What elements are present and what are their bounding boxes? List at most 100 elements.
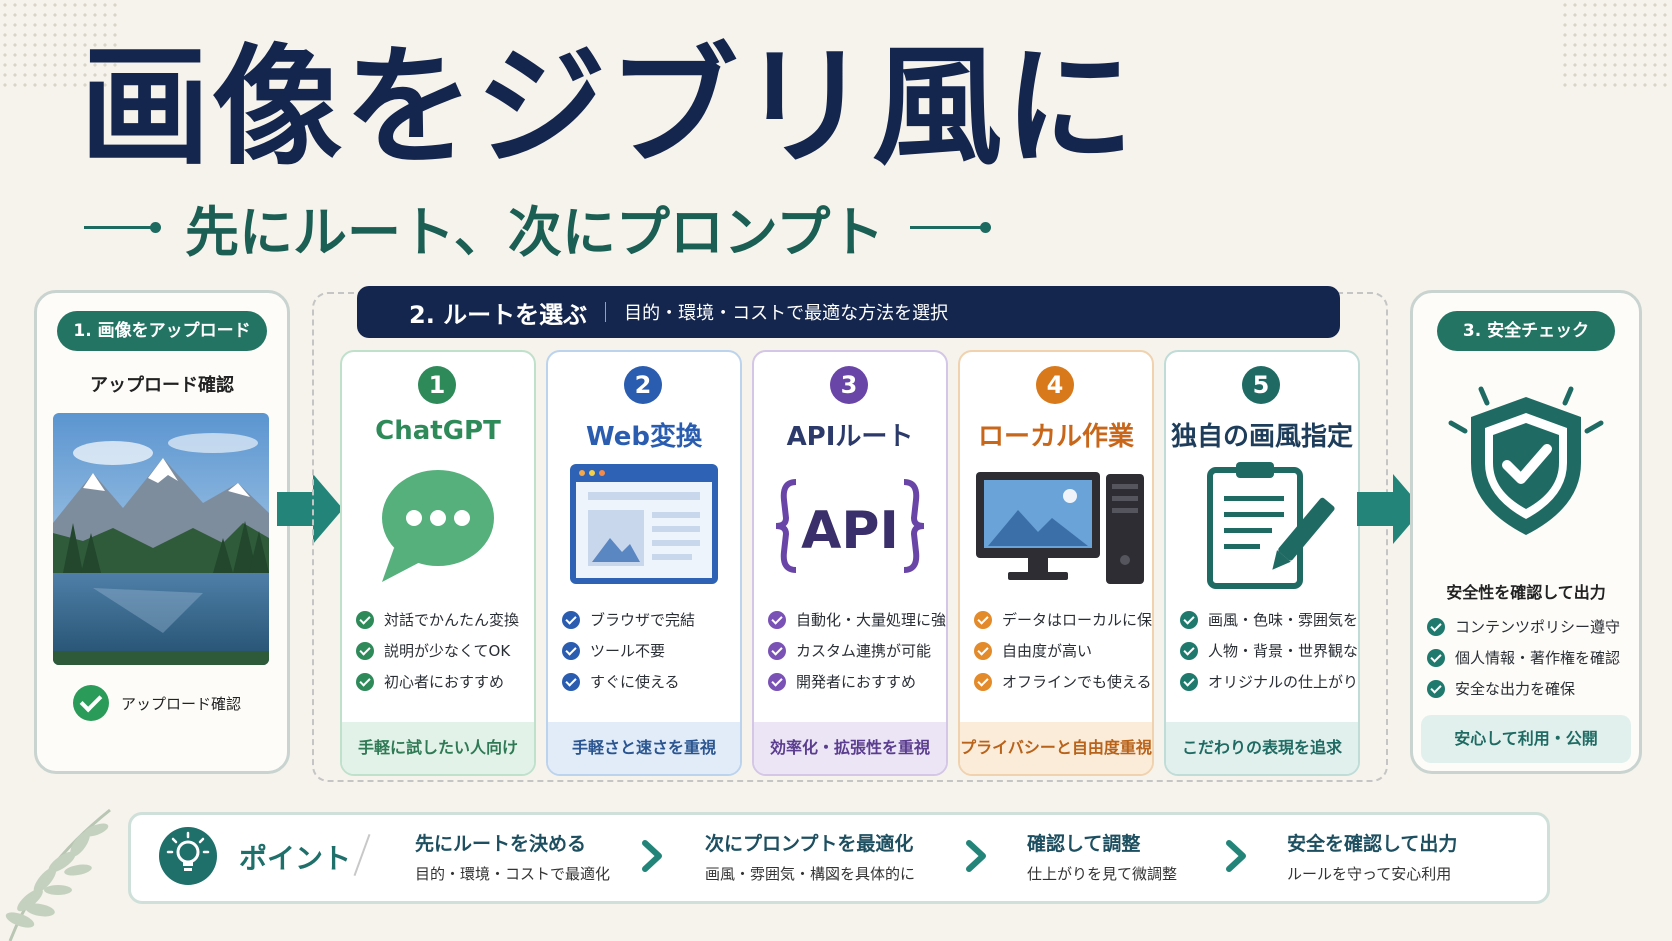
check-icon [1427, 617, 1445, 636]
safety-item: コンテンツポリシー遵守 [1427, 611, 1620, 642]
check-icon [768, 641, 786, 660]
lightbulb-icon [159, 827, 217, 885]
route-card-api[interactable]: 3 APIルート API 自動化・大量処理に強い カスタム連携が可能 開発者にお… [752, 350, 948, 776]
step3-panel: 3. 安全チェック 安全性を確認して出力 コンテンツポリシー遵守 個人情報・著作… [1410, 290, 1642, 774]
check-icon [768, 672, 786, 691]
route-feature-list: 画風・色味・雰囲気を指定 人物・背景・世界観など オリジナルの仕上がりに [1180, 604, 1358, 697]
desktop-computer-icon [976, 472, 1144, 584]
route-feature-list: ブラウザで完結 ツール不要 すぐに使える [562, 604, 695, 697]
point-step: 先にルートを決める 目的・環境・コストで最適化 [415, 833, 611, 883]
flow-arrow-right-icon [1357, 474, 1423, 544]
step1-pill: 1. 画像をアップロード [57, 311, 267, 351]
route-card-title: 独自の画風指定 [1170, 422, 1353, 452]
check-icon [974, 641, 992, 660]
route-feature: ブラウザで完結 [562, 604, 695, 635]
route-number-badge: 5 [1242, 366, 1280, 404]
route-card-footer: プライバシーと自由度重視 [960, 722, 1152, 774]
route-heading: 2. ルートを選ぶ [409, 300, 588, 329]
check-icon [768, 610, 786, 629]
route-header-separator [605, 302, 607, 322]
route-card-title: ChatGPT [375, 416, 501, 446]
check-icon [974, 672, 992, 691]
point-step: 安全を確認して出力 ルールを守って安心利用 [1287, 833, 1458, 883]
point-step: 次にプロンプトを最適化 画風・雰囲気・構図を具体的に [705, 833, 916, 883]
route-feature: 説明が少なくてOK [356, 635, 519, 666]
step1-heading: アップロード確認 [90, 375, 234, 396]
route-card-title: ローカル作業 [977, 422, 1134, 452]
check-icon [562, 672, 580, 691]
route-feature: すぐに使える [562, 666, 695, 697]
route-feature: データはローカルに保持 [974, 604, 1152, 635]
step3-pill: 3. 安全チェック [1437, 311, 1615, 351]
points-divider [353, 833, 371, 877]
check-icon [974, 610, 992, 629]
safety-item: 安全な出力を確保 [1427, 673, 1620, 704]
route-feature: 対話でかんたん変換 [356, 604, 519, 635]
route-feature: ツール不要 [562, 635, 695, 666]
clipboard-pencil-icon [1207, 462, 1335, 589]
route-number-badge: 4 [1036, 366, 1074, 404]
route-feature: 人物・背景・世界観など [1180, 635, 1358, 666]
upload-confirm-check-icon [73, 685, 109, 721]
check-icon [1180, 610, 1198, 629]
leaf-decoration-icon [5, 808, 111, 941]
route-number-badge: 1 [418, 366, 456, 404]
route-feature: 自由度が高い [974, 635, 1152, 666]
chevron-right-icon [966, 840, 986, 872]
route-description: 目的・環境・コストで最適な方法を選択 [624, 303, 949, 324]
route-feature-list: データはローカルに保持 自由度が高い オフラインでも使える [974, 604, 1152, 697]
step1-panel: 1. 画像をアップロード アップロード確認 アップロード確認 [34, 290, 290, 774]
route-feature: 自動化・大量処理に強い [768, 604, 946, 635]
check-icon [562, 641, 580, 660]
subtitle-line-left [84, 221, 161, 233]
point-step: 確認して調整 仕上がりを見て微調整 [1027, 833, 1178, 883]
route-number-badge: 3 [830, 366, 868, 404]
check-icon [1180, 672, 1198, 691]
svg-text:API: API [801, 501, 899, 561]
browser-window-icon [570, 464, 718, 584]
route-card-chatgpt[interactable]: 1 ChatGPT 対話でかんたん変換 説明が少なくてOK 初心者におすすめ 手… [340, 350, 536, 776]
route-card-footer: 手軽さと速さを重視 [548, 722, 740, 774]
check-icon [356, 672, 374, 691]
subtitle-line-right [910, 221, 992, 233]
uploaded-landscape-image [53, 413, 269, 665]
route-feature-list: 自動化・大量処理に強い カスタム連携が可能 開発者におすすめ [768, 604, 946, 697]
check-icon [1427, 679, 1445, 698]
route-card-title: APIルート [786, 422, 914, 452]
check-icon [356, 641, 374, 660]
route-feature: オフラインでも使える [974, 666, 1152, 697]
route-feature: オリジナルの仕上がりに [1180, 666, 1358, 697]
route-card-web[interactable]: 2 Web変換 ブラウザで完結 ツール不要 すぐに使える 手軽さと速さを重視 [546, 350, 742, 776]
route-card-local[interactable]: 4 ローカル作業 データはローカルに保持 自由度が高い オフラインでも使える プ… [958, 350, 1154, 776]
decor-dots-right [1560, 0, 1672, 90]
route-header: 2. ルートを選ぶ 目的・環境・コストで最適な方法を選択 [357, 286, 1340, 338]
step3-check-list: コンテンツポリシー遵守 個人情報・著作権を確認 安全な出力を確保 [1427, 611, 1620, 704]
step3-heading: 安全性を確認して出力 [1446, 583, 1606, 602]
route-card-footer: 効率化・拡張性を重視 [754, 722, 946, 774]
api-braces-icon: API [775, 479, 925, 573]
route-feature: 開発者におすすめ [768, 666, 946, 697]
decor-dots-left [0, 0, 120, 90]
subtitle-row: 先にルート、次にプロンプト [84, 192, 992, 264]
page-subtitle: 先にルート、次にプロンプト [185, 200, 885, 264]
route-number-badge: 2 [624, 366, 662, 404]
route-feature: カスタム連携が可能 [768, 635, 946, 666]
safety-item: 個人情報・著作権を確認 [1427, 642, 1620, 673]
route-card-custom-style[interactable]: 5 独自の画風指定 画風・色味・雰囲気を指定 人物・背景・世界観など オリジナル… [1164, 350, 1360, 776]
check-icon [356, 610, 374, 629]
points-bar: ポイント 先にルートを決める 目的・環境・コストで最適化 次にプロンプトを最適化… [128, 812, 1550, 904]
route-feature: 初心者におすすめ [356, 666, 519, 697]
check-icon [1427, 648, 1445, 667]
step3-footer: 安心して利用・公開 [1421, 715, 1631, 763]
route-card-footer: 手軽に試したい人向け [342, 722, 534, 774]
chat-bubble-icon [382, 470, 494, 582]
flow-arrow-right-icon [277, 474, 343, 544]
page-title: 画像をジブリ風に [80, 31, 1137, 183]
check-icon [1180, 641, 1198, 660]
chevron-right-icon [1226, 840, 1246, 872]
route-card-footer: こだわりの表現を追求 [1166, 722, 1358, 774]
chevron-right-icon [642, 840, 662, 872]
route-feature: 画風・色味・雰囲気を指定 [1180, 604, 1358, 635]
route-feature-list: 対話でかんたん変換 説明が少なくてOK 初心者におすすめ [356, 604, 519, 697]
check-icon [562, 610, 580, 629]
